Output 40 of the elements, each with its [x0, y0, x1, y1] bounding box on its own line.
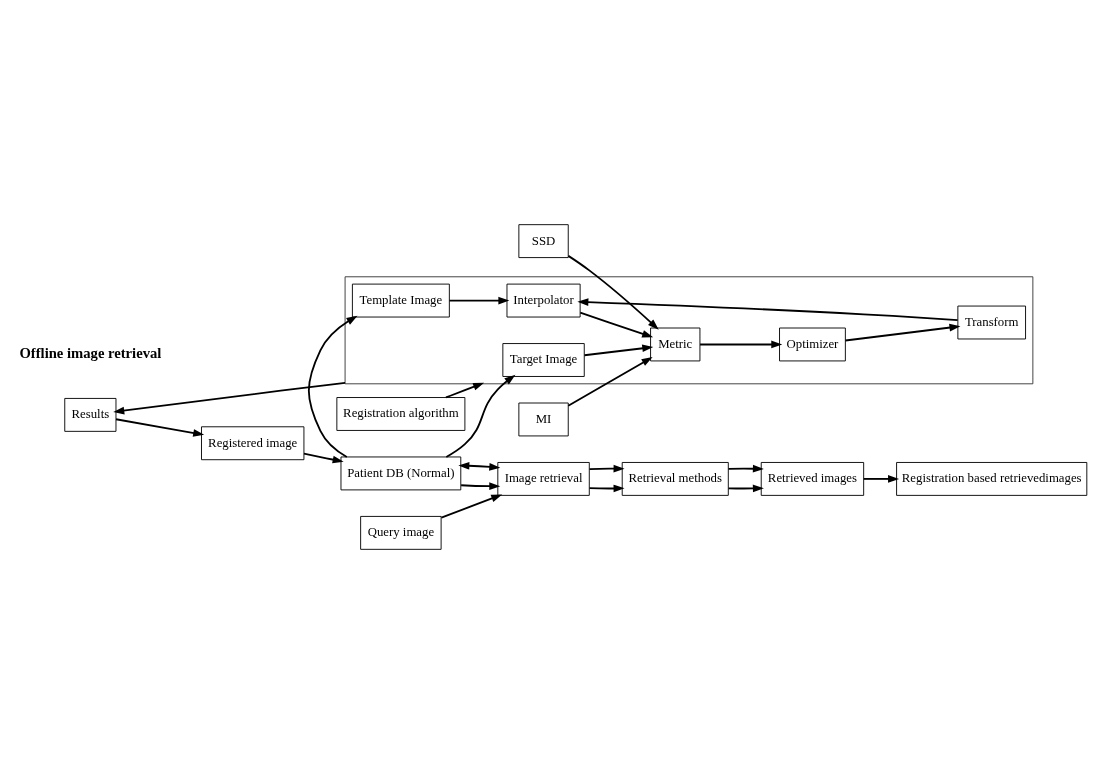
arrow	[844, 323, 961, 342]
node-box: Registration based retrievedimages	[896, 462, 1088, 496]
node-box: SSD	[518, 224, 569, 259]
arrow	[445, 382, 485, 399]
node-box: Retrieved images	[760, 462, 865, 496]
node-box: Registration algorithm	[336, 397, 466, 431]
node-box: Patient DB (Normal)	[340, 456, 462, 491]
arrow	[567, 357, 653, 407]
arrow	[445, 374, 516, 458]
arrow	[307, 315, 358, 458]
arrow	[579, 311, 654, 338]
arrow	[113, 381, 346, 415]
node-box: Transform	[957, 305, 1026, 340]
arrow	[115, 418, 205, 437]
node-box: Template Image	[351, 283, 450, 318]
arrow	[577, 298, 959, 322]
arrow	[448, 296, 510, 305]
node-box: Target Image	[502, 343, 585, 377]
arrow	[727, 464, 764, 473]
arrow	[727, 484, 764, 493]
node-box: Optimizer	[779, 327, 846, 362]
node-box: Interpolator	[506, 283, 581, 318]
arrow	[588, 484, 625, 493]
arrow	[440, 494, 503, 519]
node-box: Registered image	[201, 426, 305, 461]
arrow	[458, 461, 501, 471]
node-box: Image retrieval	[497, 462, 590, 496]
node-box: MI	[518, 402, 569, 437]
label: Offline image retrieval	[19, 345, 162, 362]
arrow	[862, 475, 900, 483]
arrow	[303, 452, 344, 464]
node-box: Retrieval methods	[621, 462, 729, 496]
node-box: Query image	[360, 515, 442, 550]
node-box: Results	[64, 397, 117, 432]
arrow	[567, 254, 659, 330]
arrow	[699, 340, 783, 349]
arrow	[588, 464, 625, 473]
arrow	[583, 344, 654, 357]
arrow	[460, 482, 501, 491]
node-box: Metric	[650, 327, 701, 362]
